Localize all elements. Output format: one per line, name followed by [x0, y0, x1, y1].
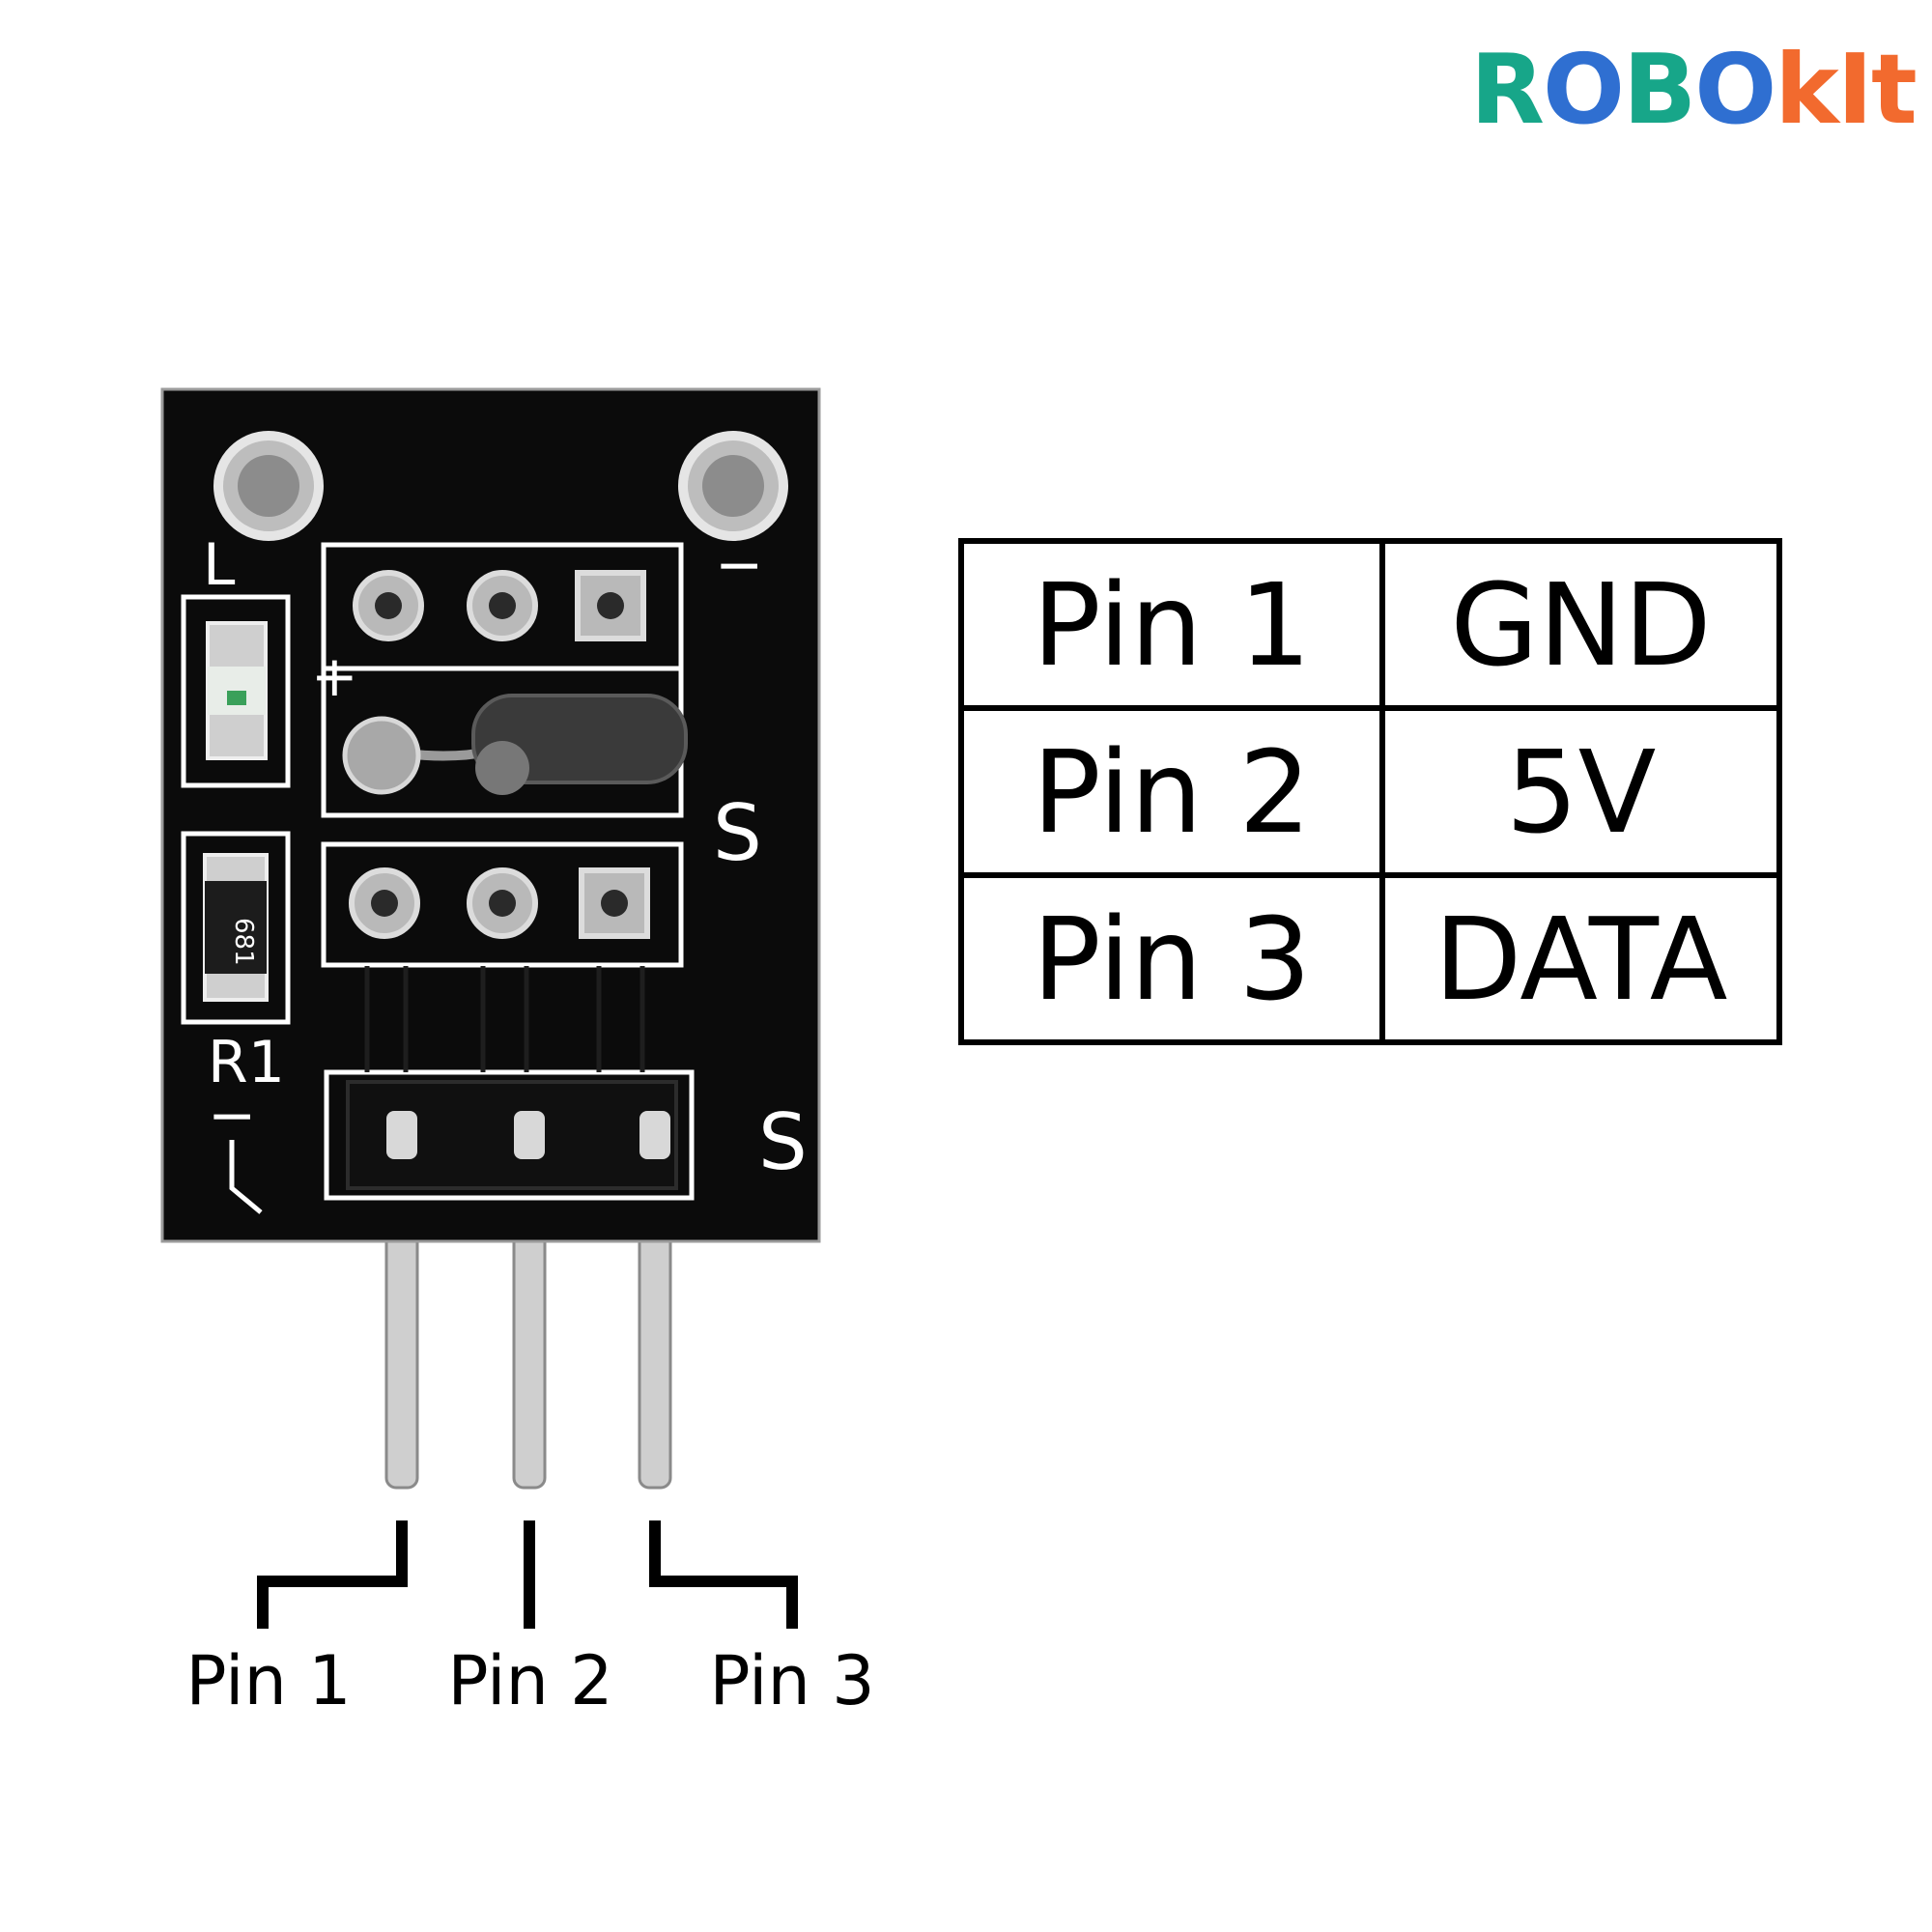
pin-cell: Pin 2 [958, 705, 1385, 878]
logo-text-k: k [1775, 33, 1839, 146]
signal-header-label: S [758, 1097, 808, 1187]
resistor-code-label: 681 [229, 918, 258, 966]
table-row: Pin 2 5V [958, 705, 1782, 878]
resistor-ref-label: R1 [208, 1029, 285, 1096]
header-outline [324, 1069, 695, 1201]
minus-bottom-label: − [208, 1082, 256, 1150]
header-base [346, 1080, 678, 1190]
pin-caption-3: Pin 3 [709, 1641, 875, 1720]
bottom-pads [349, 867, 650, 939]
logo-letter: O [1543, 33, 1625, 146]
pin-leader-lines [257, 1520, 798, 1629]
table-row: Pin 3 DATA [958, 872, 1782, 1045]
robokit-logo: ROBOkIt [1470, 27, 1932, 153]
pin-cell: Pin 3 [958, 872, 1385, 1045]
minus-top-label: − [715, 531, 763, 599]
led-outline [181, 594, 291, 788]
function-cell: DATA [1379, 872, 1782, 1045]
signal-mid-label: S [713, 788, 762, 878]
pin-caption-2: Pin 2 [447, 1641, 613, 1720]
logo-letter: O [1694, 33, 1776, 146]
pin-caption-1: Pin 1 [185, 1641, 352, 1720]
sensor-component [342, 694, 688, 795]
pin-cell: Pin 1 [958, 538, 1385, 711]
led-component [206, 621, 268, 760]
logo-letter: B [1623, 33, 1696, 146]
resistor-outline [181, 831, 291, 1025]
pad-row-outline [321, 841, 684, 968]
logo-text-i: I [1836, 33, 1873, 146]
plus-label: + [311, 643, 358, 709]
logo-text-robo: ROBO [1470, 27, 1776, 153]
function-cell: GND [1379, 538, 1782, 711]
pin-function-table: Pin 1 GND Pin 2 5V Pin 3 DATA [958, 538, 1782, 1045]
sensor-outline [321, 542, 684, 818]
logo-letter: R [1470, 33, 1545, 146]
function-cell: 5V [1379, 705, 1782, 878]
logo-text-t: t [1871, 33, 1918, 146]
resistor-component [203, 853, 269, 1002]
led-label: L [203, 531, 236, 599]
table-row: Pin 1 GND [958, 538, 1782, 711]
top-pads [353, 570, 646, 641]
